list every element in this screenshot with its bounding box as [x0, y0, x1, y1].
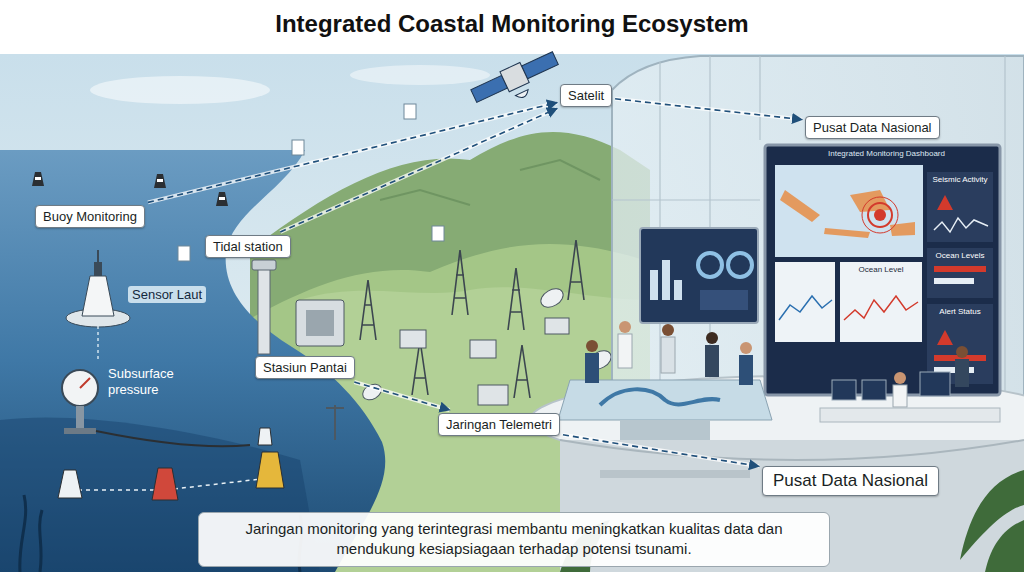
connector-line: [354, 382, 449, 410]
chart-panel: Ocean Level: [840, 262, 922, 342]
connector-line: [280, 109, 557, 233]
node-text: Jaringan Telemetri: [446, 417, 552, 432]
connector-halo: [148, 103, 557, 203]
dashboard-panel: Alert Status: [927, 304, 993, 384]
dashboard-panel: Seismic Activity: [927, 172, 993, 242]
dashboard-panel: Ocean Levels: [927, 248, 993, 298]
node-text: Pusat Data Nasional: [773, 471, 928, 491]
coastal-station-label: Stasiun Pantai: [255, 356, 355, 379]
node-text: Satelit: [568, 88, 604, 103]
connector-halo: [563, 435, 759, 467]
dashboard-screen: Integrated Monitoring DashboardSeismic A…: [765, 145, 1008, 395]
part-label: Subsurface pressure: [108, 366, 192, 397]
connector-halo: [615, 99, 802, 120]
node-text: Tidal station: [213, 239, 283, 254]
connector-halo: [354, 382, 449, 410]
node-text: Integrated Monitoring Dashboard: [765, 145, 1008, 158]
data-flow-connector: [615, 99, 802, 120]
node-text: Buoy Monitoring: [43, 209, 137, 224]
data-center-label: Pusat Data Nasional: [805, 116, 940, 139]
telemetry-label: Jaringan Telemetri: [438, 413, 560, 436]
node-text: Ocean Level: [844, 265, 918, 274]
data-center-label: Pusat Data Nasional: [762, 466, 939, 496]
node-text: Stasiun Pantai: [263, 360, 347, 375]
connector-line: [148, 103, 557, 203]
data-flow-connector: [354, 382, 449, 410]
part-label: Sensor Laut: [128, 286, 206, 303]
connector-line: [615, 99, 802, 120]
data-flow-connector: [148, 103, 557, 203]
node-text: Alert Status: [931, 307, 989, 316]
caption-box: Jaringan monitoring yang terintegrasi me…: [198, 512, 830, 567]
connector-line: [563, 435, 759, 467]
connector-halo: [280, 109, 557, 233]
tidal-station-label: Tidal station: [205, 235, 291, 258]
diagram-title: Integrated Coastal Monitoring Ecosystem: [0, 10, 1024, 38]
data-flow-connector: [280, 109, 557, 233]
satellite-label: Satelit: [560, 84, 612, 107]
node-text: Seismic Activity: [931, 175, 989, 184]
node-text: Ocean Levels: [931, 251, 989, 260]
data-flow-connector: [563, 435, 759, 467]
node-text: Pusat Data Nasional: [813, 120, 932, 135]
buoy-label: Buoy Monitoring: [35, 205, 145, 228]
